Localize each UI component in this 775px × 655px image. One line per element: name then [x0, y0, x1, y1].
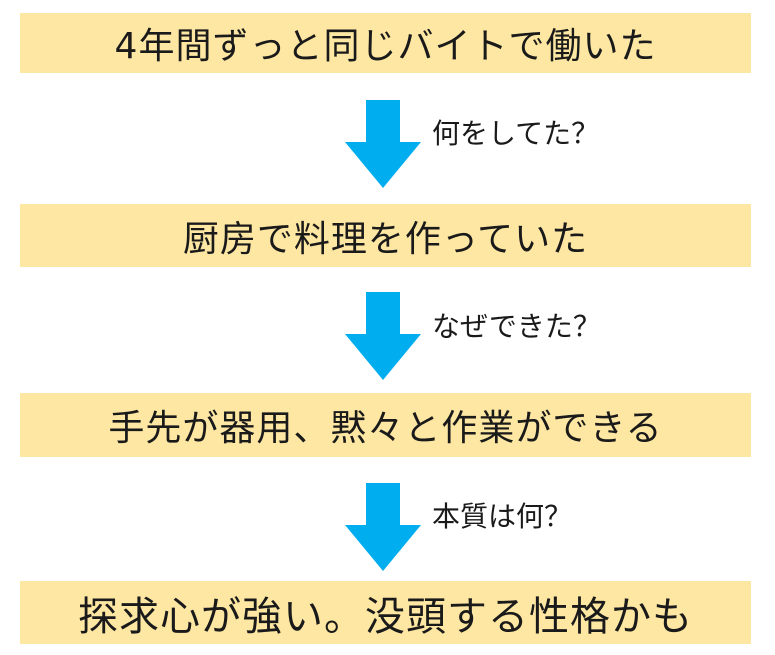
arrow-down-icon — [345, 483, 421, 571]
step-text-4: 探求心が強い。没頭する性格かも — [78, 593, 693, 640]
arrow-down-icon — [345, 292, 421, 380]
question-label-2: なぜできた？ — [432, 310, 601, 343]
step-text-3: 手先が器用、黙々と作業ができる — [108, 408, 663, 449]
step-text-2: 厨房で料理を作っていた — [182, 218, 589, 260]
arrow-down-icon — [345, 100, 421, 188]
step-box-1: 4年間ずっと同じバイトで働いた — [20, 13, 751, 73]
step-box-4: 探求心が強い。没頭する性格かも — [20, 581, 751, 644]
step-box-2: 厨房で料理を作っていた — [20, 204, 751, 267]
step-text-1: 4年間ずっと同じバイトで働いた — [114, 26, 657, 67]
question-label-3: 本質は何？ — [432, 500, 573, 533]
question-label-1: 何をしてた？ — [432, 117, 600, 150]
step-box-3: 手先が器用、黙々と作業ができる — [20, 393, 751, 457]
